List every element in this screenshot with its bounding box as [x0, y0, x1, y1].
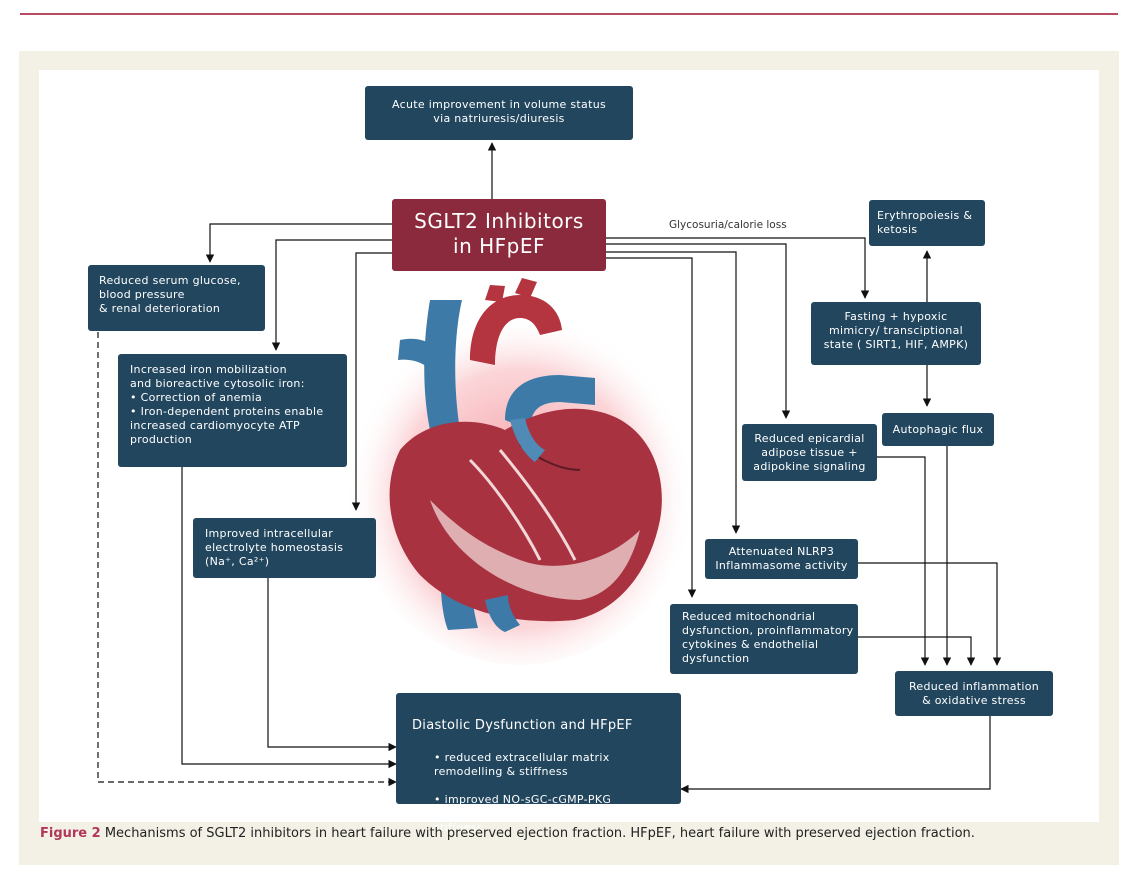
reduced-glucose-box: Reduced serum glucose, blood pressure & … — [88, 265, 265, 331]
autophagic-flux-box: Autophagic flux — [882, 413, 994, 446]
epicardial-adipose-box: Reduced epicardial adipose tissue + adip… — [742, 424, 877, 481]
electrolyte-box: Improved intracellular electrolyte homeo… — [193, 518, 376, 578]
diastolic-item: • reduced extracellular matrix remodelli… — [434, 751, 610, 778]
top-rule — [20, 13, 1118, 15]
volume-status-box: Acute improvement in volume status via n… — [365, 86, 633, 140]
mitochondrial-box: Reduced mitochondrial dysfunction, proin… — [670, 604, 858, 674]
glycosuria-label: Glycosuria/calorie loss — [669, 219, 787, 231]
diastolic-title: Diastolic Dysfunction and HFpEF — [412, 718, 633, 733]
diastolic-dysfunction-box: Diastolic Dysfunction and HFpEF • reduce… — [396, 693, 681, 834]
inflammation-box: Reduced inflammation & oxidative stress — [895, 671, 1053, 716]
nlrp3-box: Attenuated NLRP3 Inflammasome activity — [705, 539, 858, 579]
figure-label: Figure 2 — [40, 826, 101, 841]
diastolic-item: • improved NO-sGC-cGMP-PKG regulation & … — [434, 793, 629, 834]
caption-text: Mechanisms of SGLT2 inhibitors in heart … — [100, 826, 975, 841]
figure-caption: Figure 2 Mechanisms of SGLT2 inhibitors … — [40, 826, 1110, 841]
fasting-hypoxic-box: Fasting + hypoxic mimicry/ transciptiona… — [811, 302, 981, 365]
erythropoiesis-box: Erythropoiesis & ketosis — [869, 200, 985, 246]
iron-mobilization-box: Increased iron mobilization and bioreact… — [118, 354, 347, 467]
heart-illustration — [345, 278, 695, 665]
sglt2-inhibitors-hub: SGLT2 Inhibitors in HFpEF — [392, 199, 606, 271]
